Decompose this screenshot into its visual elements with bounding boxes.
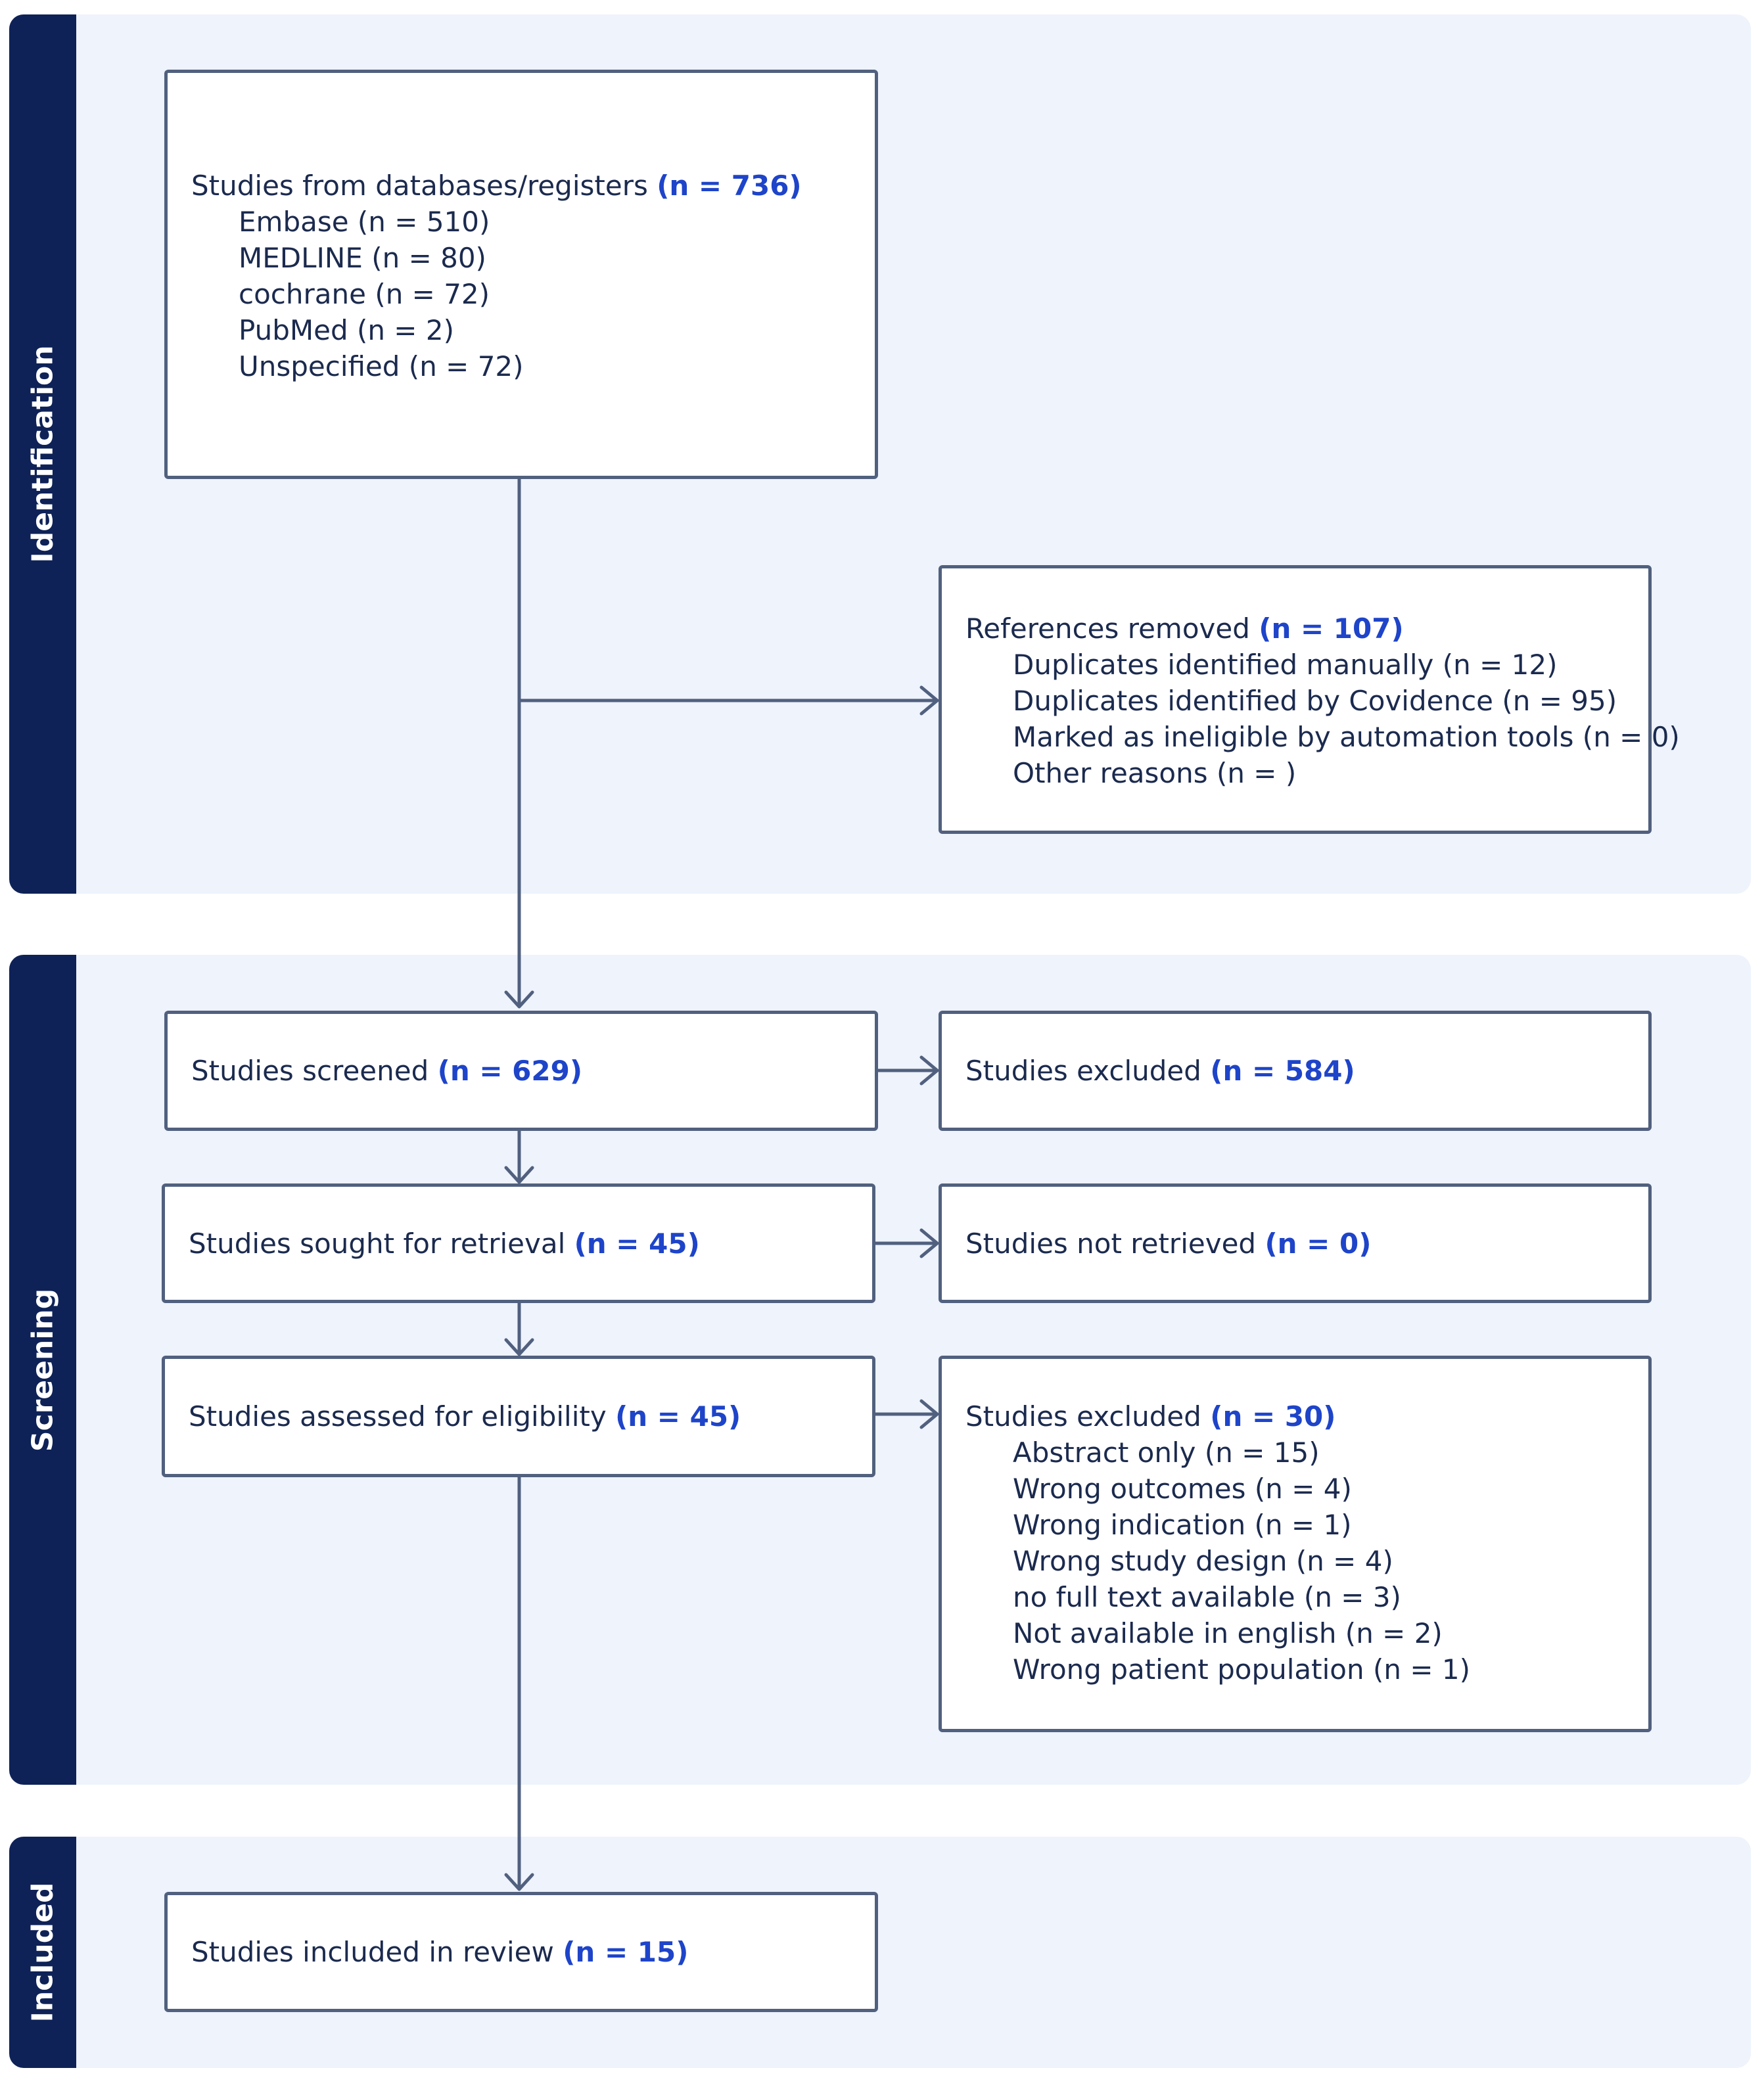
removed-reason: Other reasons (n = ) [1013,757,1297,789]
assessed-box: Studies assessed for eligibility (n = 45… [162,1356,875,1477]
source-item: MEDLINE (n = 80) [239,242,486,274]
exclusion-reason: Not available in english (n = 2) [1013,1617,1443,1649]
identification-band: Identification [9,14,76,894]
excluded-full-header: Studies excluded (n = 30) [965,1398,1648,1435]
source-item: Embase (n = 510) [239,206,490,238]
screened-box: Studies screened (n = 629) [164,1011,878,1131]
assessed-label: Studies assessed for eligibility [189,1400,607,1433]
not-retrieved-label: Studies not retrieved [965,1227,1257,1260]
exclusion-reason: Wrong study design (n = 4) [1013,1545,1393,1577]
source-item: cochrane (n = 72) [239,278,490,310]
included-box: Studies included in review (n = 15) [164,1892,878,2012]
records-box: Studies from databases/registers (n = 73… [164,70,878,479]
removed-label: References removed [965,612,1250,645]
source-item: PubMed (n = 2) [239,314,454,346]
sought-label: Studies sought for retrieval [189,1227,566,1260]
screening-band: Screening [9,955,76,1785]
removed-reason: Duplicates identified manually (n = 12) [1013,649,1558,681]
removed-count: (n = 107) [1259,612,1404,645]
screened-count: (n = 629) [437,1055,583,1087]
included-band: Included [9,1837,76,2068]
not-retrieved-box: Studies not retrieved (n = 0) [939,1183,1652,1303]
excluded-full-count: (n = 30) [1210,1400,1336,1433]
excluded-screen-label: Studies excluded [965,1055,1201,1087]
exclusion-reason: Wrong indication (n = 1) [1013,1509,1352,1541]
not-retrieved-count: (n = 0) [1265,1227,1372,1260]
exclusion-reason: Wrong patient population (n = 1) [1013,1653,1470,1686]
included-label-text: Studies included in review [191,1936,554,1968]
removed-header: References removed (n = 107) [965,610,1648,647]
included-count: (n = 15) [563,1936,689,1968]
sought-box: Studies sought for retrieval (n = 45) [162,1183,875,1303]
exclusion-reason: no full text available (n = 3) [1013,1581,1401,1613]
records-count: (n = 736) [657,170,802,202]
excluded-full-box: Studies excluded (n = 30) Abstract only … [939,1356,1652,1732]
records-header: Studies from databases/registers (n = 73… [191,168,875,204]
sought-count: (n = 45) [574,1227,700,1260]
exclusion-reason: Wrong outcomes (n = 4) [1013,1473,1352,1505]
screened-label: Studies screened [191,1055,429,1087]
records-label: Studies from databases/registers [191,170,648,202]
assessed-count: (n = 45) [615,1400,741,1433]
removed-box: References removed (n = 107) Duplicates … [939,565,1680,834]
excluded-screen-count: (n = 584) [1210,1055,1355,1087]
exclusion-reason: Abstract only (n = 15) [1013,1436,1320,1469]
removed-reason: Marked as ineligible by automation tools… [1013,721,1680,753]
removed-reason: Duplicates identified by Covidence (n = … [1013,685,1617,717]
excluded-screen-box: Studies excluded (n = 584) [939,1011,1652,1131]
excluded-full-label: Studies excluded [965,1400,1201,1433]
source-item: Unspecified (n = 72) [239,350,524,382]
